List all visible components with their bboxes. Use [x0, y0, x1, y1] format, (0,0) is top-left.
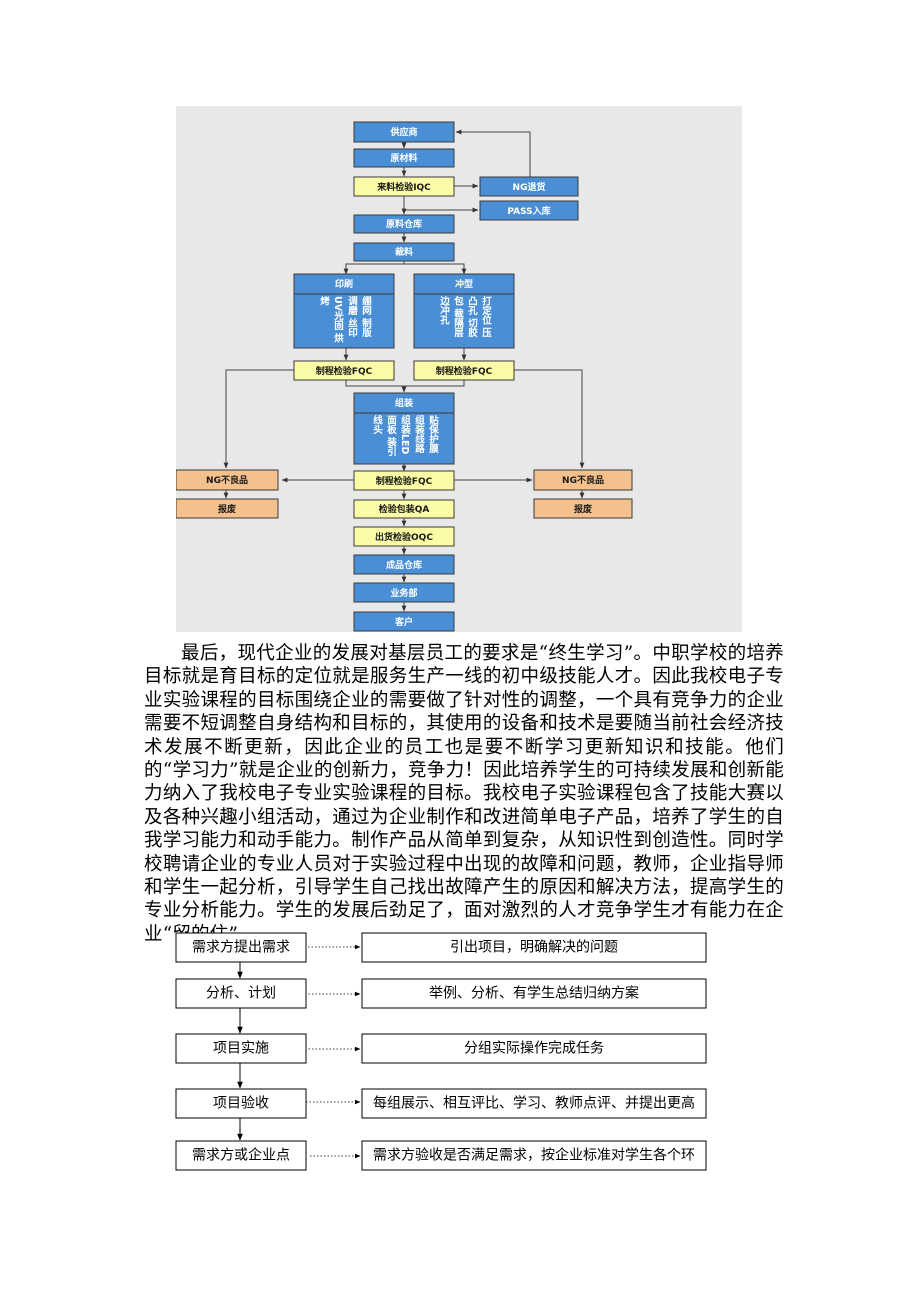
svg-text:客户: 客户: [394, 616, 413, 628]
svg-text:组装: 组装: [395, 397, 414, 409]
action-box: [361, 1033, 707, 1064]
stage-label: 需求方提出需求: [192, 940, 290, 956]
svg-text:出货检验OQC: 出货检验OQC: [375, 531, 433, 543]
box-assembly: 组装 贴保护膜 组装线路 组装LED面板 装引线头: [353, 392, 455, 465]
box-scrap-left: 报废: [176, 498, 279, 519]
box-pass-storage: PASS入库: [479, 200, 579, 221]
box-customer: 客户: [353, 611, 455, 632]
svg-text:印刷: 印刷: [335, 278, 353, 290]
action-label: 分组实际操作完成任务: [464, 1041, 604, 1057]
svg-text:供应商: 供应商: [389, 126, 417, 138]
stage-box: [175, 1033, 307, 1064]
svg-text:裁料: 裁料: [395, 246, 413, 258]
box-raw-material: 原材料: [353, 148, 455, 168]
box-fqc-right: 制程检验FQC: [413, 360, 515, 381]
box-sales-dept: 业务部: [353, 582, 455, 603]
box-ng-defect-right: NG不良品: [533, 469, 633, 491]
stage-label: 项目验收: [213, 1096, 269, 1112]
article-paragraph: 最后，现代企业的发展对基层员工的要求是“终生学习”。中职学校的培养目标就是育目标…: [144, 643, 784, 945]
box-cutting: 裁料: [353, 242, 455, 262]
svg-text:制程检验FQC: 制程检验FQC: [376, 475, 433, 487]
project-flow-step: 分析、计划 举例、分析、有学生总结归纳方案: [175, 978, 707, 1009]
action-box: [361, 1088, 707, 1119]
action-box: [361, 1140, 707, 1171]
box-ng-defect-left: NG不良品: [176, 469, 279, 491]
box-scrap-right: 报废: [533, 498, 633, 519]
stage-label: 项目实施: [213, 1041, 269, 1057]
production-process-flowchart: 供应商 原材料 来料检验IQC NG退货 PASS入库 原料仓库 裁料 印刷 绷…: [176, 106, 742, 632]
svg-text:报废: 报废: [574, 503, 592, 515]
svg-text:制程检验FQC: 制程检验FQC: [316, 365, 373, 377]
svg-text:检验包装QA: 检验包装QA: [379, 503, 430, 515]
svg-text:来料检验IQC: 来料检验IQC: [376, 181, 431, 193]
flowchart-connectors: [223, 129, 585, 612]
action-label: 引出项目，明确解决的问题: [450, 940, 618, 956]
box-incoming-iqc: 来料检验IQC: [353, 176, 455, 197]
svg-text:NG退货: NG退货: [513, 181, 546, 193]
assembly-steps: 贴保护膜 组装线路 组装LED面板 装引线头: [371, 415, 438, 457]
svg-text:业务部: 业务部: [390, 587, 417, 599]
action-label: 举例、分析、有学生总结归纳方案: [429, 985, 639, 1002]
box-fqc-left: 制程检验FQC: [293, 360, 395, 381]
action-label: 每组展示、相互评比、学习、教师点评、并提出更高: [373, 1095, 695, 1112]
svg-text:NG不良品: NG不良品: [562, 474, 604, 486]
svg-text:NG不良品: NG不良品: [206, 474, 248, 486]
printing-steps: 绷网 制版 调磨 丝印 UV光固 烘烤: [318, 296, 371, 343]
box-raw-warehouse: 原料仓库: [353, 214, 455, 234]
box-finished-warehouse: 成品仓库: [353, 554, 455, 575]
box-packing-qa: 检验包装QA: [353, 499, 455, 519]
project-flow-step: 需求方提出需求 引出项目，明确解决的问题: [175, 932, 707, 963]
project-flow-step: 需求方或企业点 需求方验收是否满足需求，按企业标准对学生各个环: [175, 1140, 707, 1171]
stage-label: 分析、计划: [206, 986, 276, 1002]
action-box: [361, 932, 707, 963]
stamping-steps: 打定位 压凸孔 切胶包 裁隔层 边冲孔: [438, 296, 491, 338]
box-outgoing-oqc: 出货检验OQC: [353, 526, 455, 547]
project-flow-step: 项目验收 每组展示、相互评比、学习、教师点评、并提出更高: [175, 1088, 707, 1119]
svg-text:原料仓库: 原料仓库: [386, 218, 422, 230]
svg-text:报废: 报废: [218, 503, 236, 515]
stage-box: [175, 1140, 307, 1171]
action-box: [361, 978, 707, 1009]
box-ng-return: NG退货: [479, 176, 579, 197]
svg-text:成品仓库: 成品仓库: [386, 559, 422, 571]
box-fqc-center: 制程检验FQC: [353, 470, 455, 491]
stage-box: [175, 1088, 307, 1119]
box-stamping: 冲型 打定位 压凸孔 切胶包 裁隔层 边冲孔: [413, 273, 515, 349]
box-supplier: 供应商: [353, 121, 455, 143]
stage-box: [175, 978, 307, 1009]
svg-text:PASS入库: PASS入库: [507, 205, 550, 217]
svg-text:冲型: 冲型: [455, 278, 473, 290]
action-label: 需求方验收是否满足需求，按企业标准对学生各个环: [373, 1147, 695, 1164]
svg-text:制程检验FQC: 制程检验FQC: [436, 365, 493, 377]
project-flow-step: 项目实施 分组实际操作完成任务: [175, 1033, 707, 1064]
stage-box: [175, 932, 307, 963]
svg-text:原材料: 原材料: [390, 152, 417, 164]
box-printing: 印刷 绷网 制版 调磨 丝印 UV光固 烘烤: [293, 273, 395, 349]
stage-label: 需求方或企业点: [192, 1147, 290, 1164]
